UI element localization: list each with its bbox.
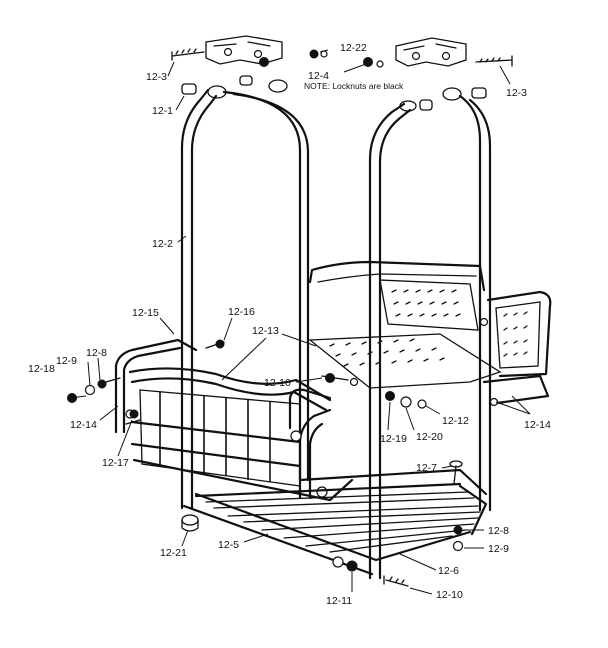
base-foot-12-21: [181, 514, 199, 532]
hardware-rear-center: [385, 391, 427, 409]
label-12-9-right: 12-9: [488, 543, 509, 555]
bolt-12-16: [205, 339, 225, 349]
hardware-12-10-upper: [321, 373, 359, 387]
leader-lines: [69, 49, 531, 595]
top-left-bracket: [205, 35, 283, 65]
label-12-20: 12-20: [416, 431, 443, 443]
right-a-frame-tube: [368, 87, 492, 580]
bolt-12-3-left: [171, 48, 205, 61]
bracket-12-17: [125, 409, 141, 425]
label-12-6: 12-6: [438, 565, 459, 577]
label-12-9-left: 12-9: [56, 355, 77, 367]
label-12-18: 12-18: [28, 363, 55, 375]
front-seat-side-rail: [125, 408, 332, 500]
label-12-15: 12-15: [132, 307, 159, 319]
hardware-rear-right-12-14: [479, 317, 499, 407]
rear-seat-back: [308, 260, 486, 331]
label-12-8-right: 12-8: [488, 525, 509, 537]
label-12-14-right: 12-14: [524, 419, 551, 431]
rear-seat-side-panel: [482, 290, 552, 406]
label-12-5: 12-5: [218, 539, 239, 551]
top-right-bracket: [395, 37, 467, 67]
left-a-frame-tube: [180, 79, 310, 510]
label-12-7: 12-7: [416, 462, 437, 474]
note-locknuts: NOTE: Locknuts are black: [304, 81, 404, 91]
front-seat-back: [128, 367, 354, 502]
label-12-2: 12-2: [152, 238, 173, 250]
label-12-17: 12-17: [102, 457, 129, 469]
spacer-bushings-top: [181, 75, 487, 111]
front-seat-armrest: [114, 338, 332, 434]
label-12-10-upper: 12-10: [264, 377, 291, 389]
hardware-stack-left: [67, 377, 121, 403]
rear-seat-bottom: [308, 333, 502, 389]
label-12-3-right: 12-3: [506, 87, 527, 99]
label-12-19: 12-19: [380, 433, 407, 445]
label-12-16: 12-16: [228, 306, 255, 318]
bolt-12-3-right: [475, 55, 513, 67]
label-12-21: 12-21: [160, 547, 187, 559]
label-12-14-left: 12-14: [70, 419, 97, 431]
label-12-3-left: 12-3: [146, 71, 167, 83]
label-12-8-left: 12-8: [86, 347, 107, 359]
label-12-22: 12-22: [340, 42, 367, 54]
bolt-12-10-lower: [383, 575, 409, 587]
hardware-right-lower: [452, 525, 464, 552]
bolt-12-7: [449, 460, 463, 485]
label-12-1: 12-1: [152, 105, 173, 117]
label-12-10-lower: 12-10: [436, 589, 463, 601]
nut-12-11: [332, 556, 358, 572]
label-12-12: 12-12: [442, 415, 469, 427]
label-12-4: 12-4: [308, 70, 329, 82]
label-12-11: 12-11: [326, 595, 352, 607]
label-12-13: 12-13: [252, 325, 279, 337]
